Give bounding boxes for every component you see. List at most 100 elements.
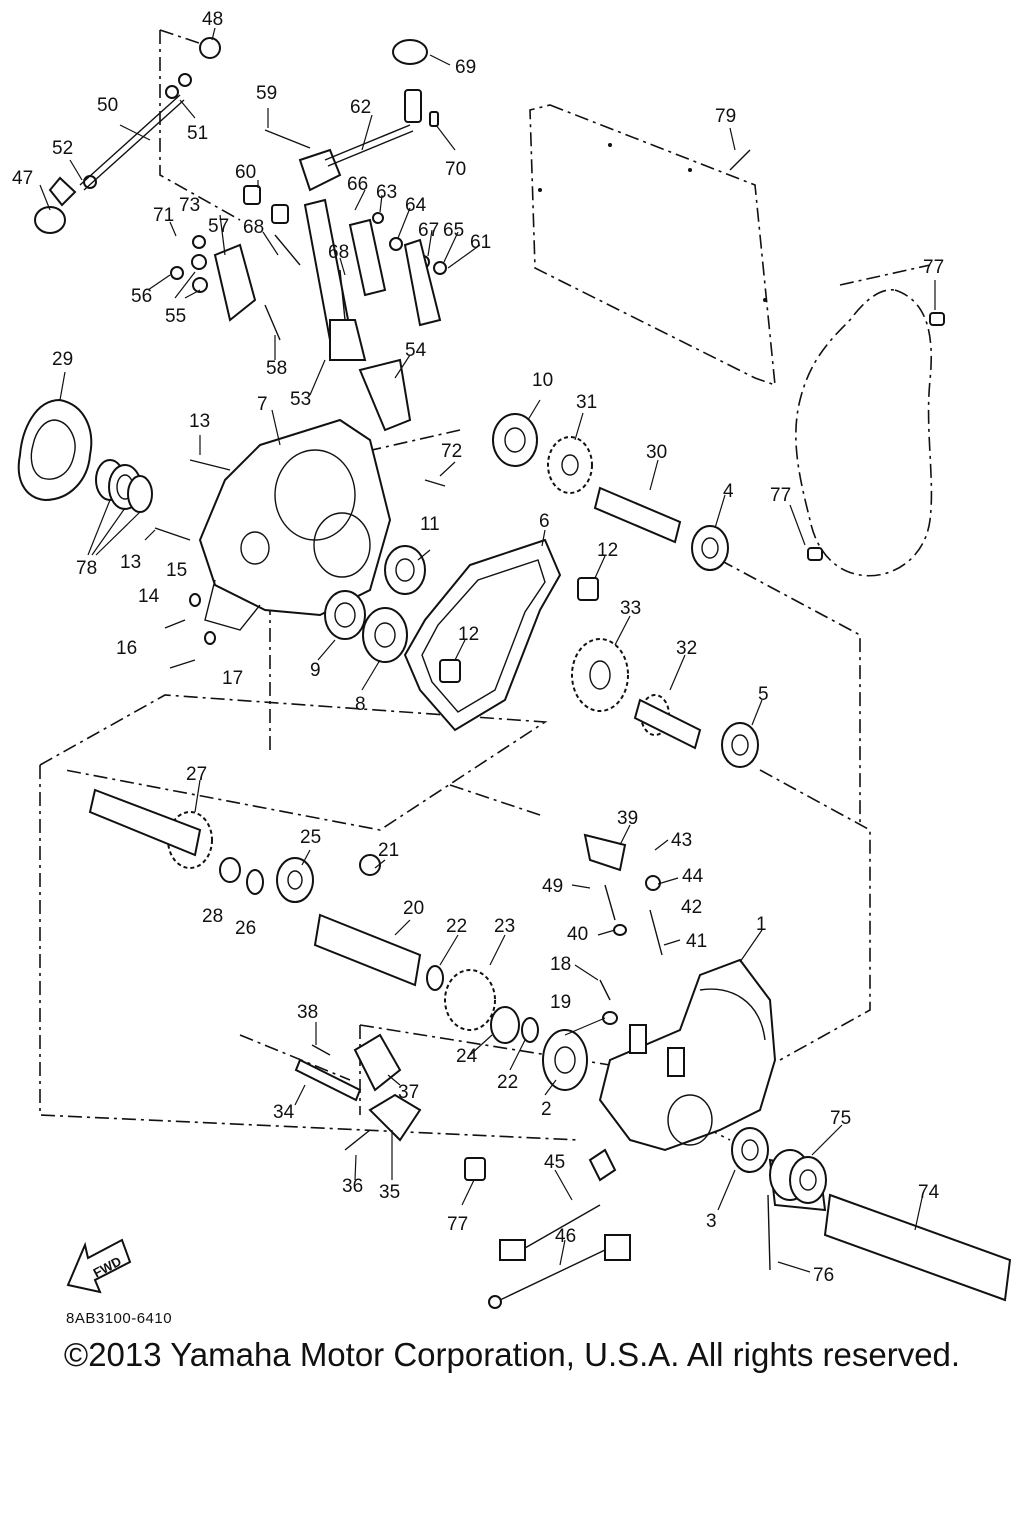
leader-lines [39, 27, 936, 1273]
callout: 27 [186, 764, 207, 785]
callout: 45 [544, 1152, 565, 1173]
callout: 52 [52, 138, 73, 159]
callout: 44 [682, 866, 704, 887]
callout: 33 [620, 598, 641, 619]
callout: 2 [541, 1099, 552, 1120]
callout: 40 [567, 924, 588, 945]
callout: 77 [770, 485, 791, 506]
callout: 16 [116, 638, 137, 659]
callout: 65 [443, 220, 464, 241]
callout: 29 [52, 349, 73, 370]
callout: 69 [455, 57, 476, 78]
washers-and-spacers [83, 39, 945, 1181]
callout: 21 [378, 840, 399, 861]
callout: 51 [187, 123, 208, 144]
callout: 20 [403, 898, 424, 919]
callout: 6 [539, 511, 550, 532]
callout: 78 [76, 558, 97, 579]
case-gasket-right [795, 289, 933, 577]
callout: 70 [445, 159, 466, 180]
callout: 75 [830, 1108, 851, 1129]
callout: 25 [300, 827, 321, 848]
callout: 7 [257, 394, 268, 415]
callout: 68 [328, 242, 349, 263]
callout: 39 [617, 808, 638, 829]
callout: 9 [310, 660, 321, 681]
transmission-case [598, 958, 777, 1152]
callout: 10 [532, 370, 553, 391]
callout: 37 [398, 1082, 419, 1103]
shift-linkage [34, 37, 442, 432]
callout: 64 [405, 195, 427, 216]
callout: 55 [165, 306, 186, 327]
callout: 32 [676, 638, 697, 659]
case-gasket-middle [403, 538, 562, 732]
callout: 79 [715, 106, 736, 127]
callout: 49 [542, 876, 563, 897]
callout: 26 [235, 918, 256, 939]
bearings [324, 413, 769, 1173]
callout: 68 [243, 217, 264, 238]
callout: 41 [686, 931, 707, 952]
callout: 63 [376, 182, 397, 203]
callout: 13 [189, 411, 210, 432]
callout: 24 [456, 1046, 478, 1067]
callout: 60 [235, 162, 256, 183]
callout: 66 [347, 174, 368, 195]
callout: 4 [723, 481, 734, 502]
callout: 56 [131, 286, 152, 307]
callout: 8 [355, 694, 366, 715]
callout: 54 [405, 340, 427, 361]
callout: 23 [494, 916, 515, 937]
callout: 12 [458, 624, 479, 645]
callout: 61 [470, 232, 491, 253]
callout: 77 [447, 1214, 468, 1235]
forward-direction-arrow: FWD [66, 1238, 132, 1294]
copyright-notice: ©2013 Yamaha Motor Corporation, U.S.A. A… [63, 1336, 961, 1373]
callout: 31 [576, 392, 597, 413]
callout: 71 [153, 205, 174, 226]
callout: 18 [550, 954, 571, 975]
callout: 48 [202, 9, 223, 30]
callout: 14 [138, 586, 160, 607]
callout: 22 [497, 1072, 518, 1093]
callout: 15 [166, 560, 187, 581]
bolts [154, 129, 751, 1056]
callout: 28 [202, 906, 223, 927]
callout: 77 [923, 257, 944, 278]
bearing-housing-gasket [17, 398, 93, 502]
callout: 72 [441, 441, 462, 462]
callout: 13 [120, 552, 141, 573]
callout-labels: 1 2 3 4 5 6 7 8 9 10 11 12 12 13 13 14 1… [12, 9, 944, 1286]
callout: 30 [646, 442, 667, 463]
callout: 58 [266, 358, 287, 379]
callout: 59 [256, 83, 277, 104]
boot [769, 1149, 827, 1204]
callout: 38 [297, 1002, 318, 1023]
callout: 3 [706, 1211, 717, 1232]
shift-fork-and-sensors [344, 833, 631, 1309]
callout: 46 [555, 1226, 576, 1247]
cover-plate [529, 104, 776, 387]
callout: 1 [756, 914, 767, 935]
callout: 35 [379, 1182, 400, 1203]
callout: 17 [222, 668, 243, 689]
callout: 34 [273, 1102, 295, 1123]
diagram-code: 8AB3100-6410 [66, 1310, 173, 1327]
callout: 43 [671, 830, 692, 851]
callout: 5 [758, 684, 769, 705]
callout: 62 [350, 97, 371, 118]
callout: 73 [179, 195, 200, 216]
callout: 53 [290, 389, 311, 410]
callout: 12 [597, 540, 618, 561]
callout: 67 [418, 220, 439, 241]
callout: 42 [681, 897, 702, 918]
oil-seals [95, 459, 153, 513]
callout: 76 [813, 1265, 834, 1286]
callout: 57 [208, 216, 229, 237]
gears [167, 436, 670, 1031]
callout: 19 [550, 992, 571, 1013]
callout: 22 [446, 916, 467, 937]
callout: 11 [420, 514, 440, 535]
